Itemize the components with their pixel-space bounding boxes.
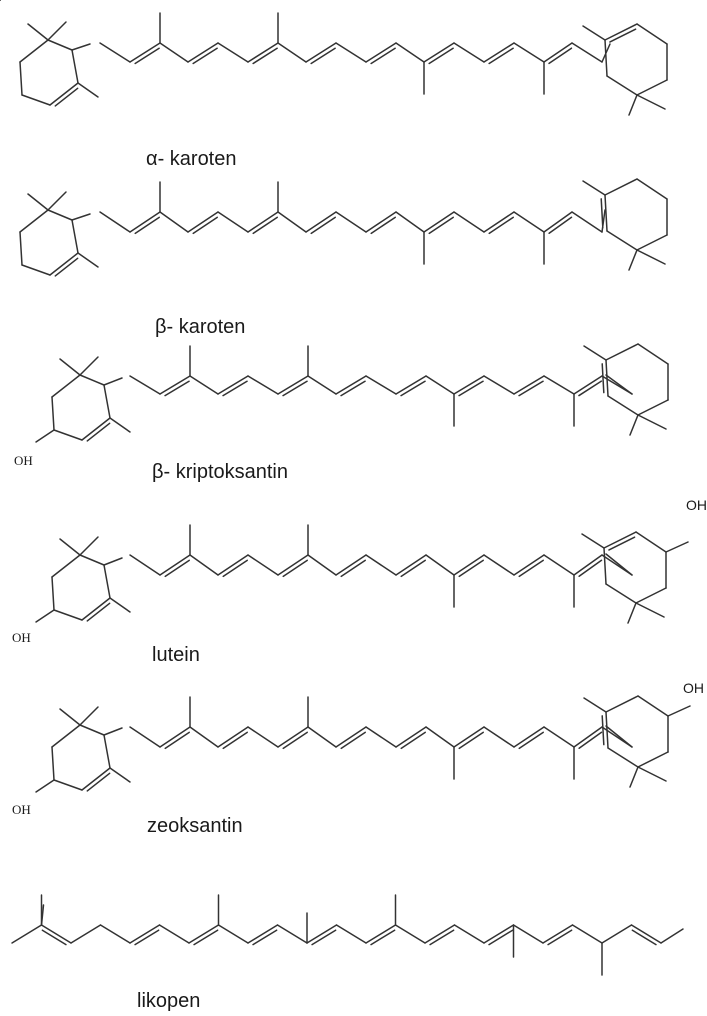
structure-beta-cryptoxanthin [0, 0, 669, 443]
label-lutein: lutein [152, 644, 200, 666]
label-lycopene: likopen [137, 990, 201, 1012]
structure-beta-carotene [0, 0, 668, 277]
hydroxyl-left-zeaxanthin: OH [12, 802, 31, 817]
structure-lutein [0, 0, 689, 624]
label-beta-carotene: β- karoten [155, 316, 246, 338]
label-beta-cryptoxanthin: β- kriptoksantin [152, 461, 288, 483]
hydroxyl-right-lutein: OH [686, 497, 707, 513]
label-alpha-carotene: α- karoten [146, 148, 237, 170]
structure-lycopene [11, 894, 684, 976]
hydroxyl-left-cryptoxanthin: OH [14, 453, 33, 468]
hydroxyl-left-lutein: OH [12, 630, 31, 645]
structure-zeaxanthin [0, 0, 691, 793]
structure-alpha-carotene [0, 0, 668, 116]
hydroxyl-right-zeaxanthin: OH [683, 680, 704, 696]
label-zeaxanthin: zeoksantin [147, 815, 243, 837]
